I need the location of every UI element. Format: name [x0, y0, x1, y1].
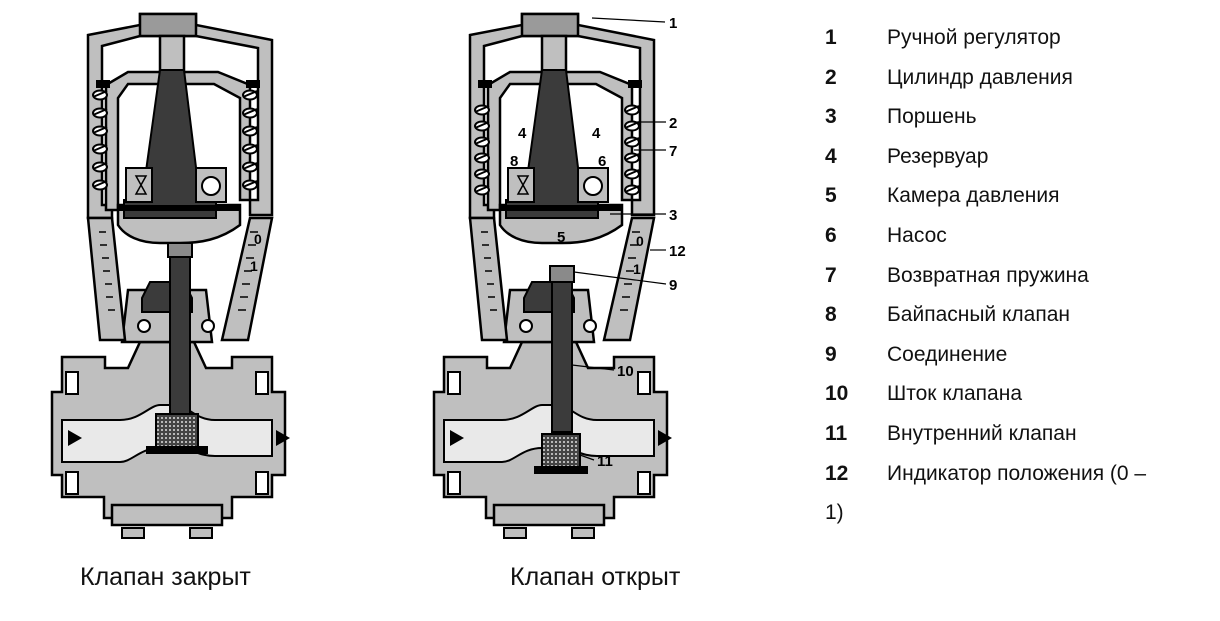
scale-one-open: 1	[633, 261, 641, 277]
callout-7: 7	[669, 143, 677, 160]
legend-item: 2 Цилиндр давления	[825, 66, 1215, 106]
callout-9: 9	[669, 277, 677, 294]
callout-8: 8	[510, 153, 518, 170]
callout-1: 1	[669, 15, 677, 32]
valve-open-drawing: 0 1 4 4 8 6 5 1 2 7 3 12 9 10 11	[432, 12, 686, 540]
legend: 1 Ручной регулятор 2 Цилиндр давления 3 Пор…	[825, 26, 1215, 541]
legend-number: 12	[825, 461, 849, 485]
legend-item: 12 Индикатор положения (0 –	[825, 462, 1215, 502]
legend-number: 5	[825, 184, 837, 208]
legend-label: Соединение	[887, 342, 1008, 366]
callout-11: 11	[597, 453, 613, 470]
callout-6: 6	[598, 153, 606, 170]
legend-number: 11	[825, 421, 848, 445]
legend-number: 1	[825, 26, 837, 49]
legend-number: 7	[825, 263, 837, 287]
legend-continuation: 1)	[825, 501, 1215, 541]
legend-number: 2	[825, 65, 837, 89]
legend-item: 7 Возвратная пружина	[825, 264, 1215, 304]
legend-number: 8	[825, 303, 837, 327]
legend-label: Резервуар	[887, 144, 989, 168]
legend-label: Насос	[887, 223, 947, 247]
legend-label: Поршень	[887, 105, 977, 129]
legend-number: 9	[825, 342, 837, 366]
legend-item: 6 Насос	[825, 224, 1215, 264]
legend-item: 9 Соединение	[825, 343, 1215, 383]
legend-label: Байпасный клапан	[887, 303, 1071, 327]
legend-number: 10	[825, 382, 849, 406]
legend-continuation-text: 1)	[825, 501, 844, 525]
legend-label: Ручной регулятор	[887, 26, 1061, 49]
callout-12: 12	[669, 243, 686, 260]
callout-2: 2	[669, 115, 677, 132]
scale-zero-open: 0	[636, 233, 644, 249]
legend-number: 4	[825, 144, 837, 168]
callout-3: 3	[669, 207, 677, 224]
legend-item: 11 Внутренний клапан	[825, 422, 1215, 462]
legend-label: Внутренний клапан	[887, 421, 1077, 445]
callout-4-left: 4	[518, 125, 527, 142]
legend-item: 3 Поршень	[825, 105, 1215, 145]
legend-label: Цилиндр давления	[887, 65, 1073, 89]
legend-label: Возвратная пружина	[887, 263, 1089, 287]
legend-item: 10 Шток клапана	[825, 382, 1215, 422]
callout-4-right: 4	[592, 125, 601, 142]
legend-item: 1 Ручной регулятор	[825, 26, 1215, 66]
caption-valve-closed: Клапан закрыт	[80, 563, 251, 591]
scale-zero-closed: 0	[254, 231, 262, 247]
legend-label: Индикатор положения (0 –	[887, 461, 1147, 485]
callout-5: 5	[557, 229, 565, 246]
valve-closed-drawing: 0 1	[50, 12, 292, 540]
legend-number: 3	[825, 105, 837, 129]
legend-item: 8 Байпасный клапан	[825, 303, 1215, 343]
callout-10: 10	[617, 363, 634, 380]
scale-one-closed: 1	[250, 258, 258, 274]
legend-item: 4 Резервуар	[825, 145, 1215, 185]
legend-item: 5 Камера давления	[825, 184, 1215, 224]
legend-label: Камера давления	[887, 184, 1060, 208]
legend-label: Шток клапана	[887, 382, 1023, 406]
legend-number: 6	[825, 223, 837, 247]
caption-valve-open: Клапан открыт	[510, 563, 681, 591]
